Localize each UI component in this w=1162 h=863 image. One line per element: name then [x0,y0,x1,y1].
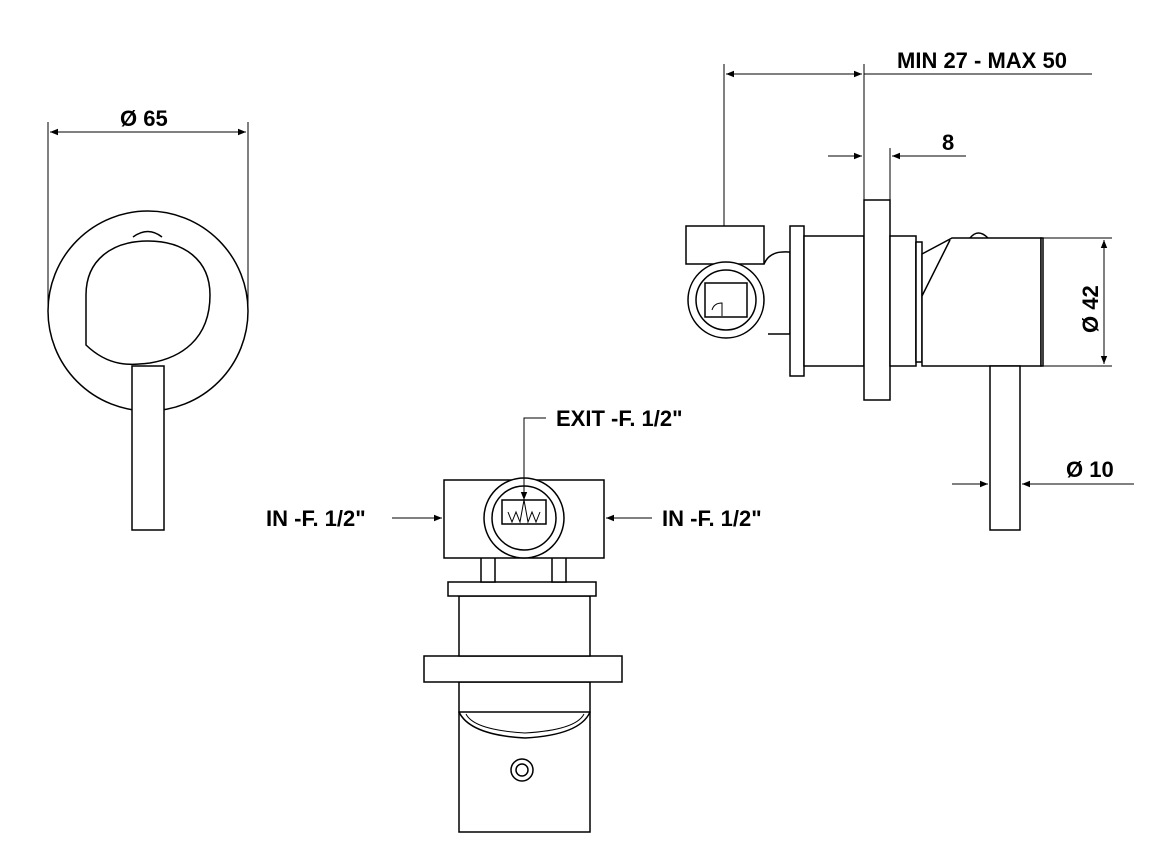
inlet-port-inner [695,269,757,331]
collar-ring-2 [915,241,923,363]
front-view: Ø 65 [47,106,249,531]
install-depth-label: MIN 27 - MAX 50 [897,48,1067,73]
valve-body [803,235,865,367]
body-diameter-label: Ø 42 [1078,285,1103,333]
handle-bump [969,232,989,239]
side-lever [989,365,1021,531]
set-screw-inner [515,763,529,777]
side-view: MIN 27 - MAX 50 8 Ø 42 Ø 10 [685,48,1134,531]
plate-thickness-label: 8 [942,130,954,155]
inlet-left-label: IN -F. 1/2" [266,506,366,531]
lever-diameter-label: Ø 10 [1066,457,1114,482]
lever-hub [85,240,211,366]
front-diameter-label: Ø 65 [120,106,168,131]
top-collar [458,681,591,713]
top-view: EXIT -F. 1/2" IN -F. 1/2" IN -F. 1/2" [266,406,762,833]
lever-handle [131,365,165,531]
inlet-port-outer [687,261,765,339]
handle-end [1040,237,1044,367]
handle-body [921,237,1042,367]
inlet-block [685,225,765,265]
top-handle-bevel [458,711,591,739]
top-handle-bevel-inner [465,713,585,734]
inlet-port-insert [704,282,748,318]
inlet-port-detail [711,302,723,316]
inlet-neck [763,251,791,335]
top-rear-flange [447,581,597,597]
cover-notch [132,230,163,238]
handle-bevel [921,239,951,297]
exit-label: EXIT -F. 1/2" [556,406,683,431]
collar [889,235,917,367]
top-valve-body [458,595,591,657]
top-handle-body [458,706,591,833]
set-screw-outer [510,758,534,782]
wall-plate [863,199,891,401]
rear-flange [789,225,805,377]
inlet-right-label: IN -F. 1/2" [662,506,762,531]
top-wall-plate [423,655,623,683]
exit-leader [520,417,546,500]
